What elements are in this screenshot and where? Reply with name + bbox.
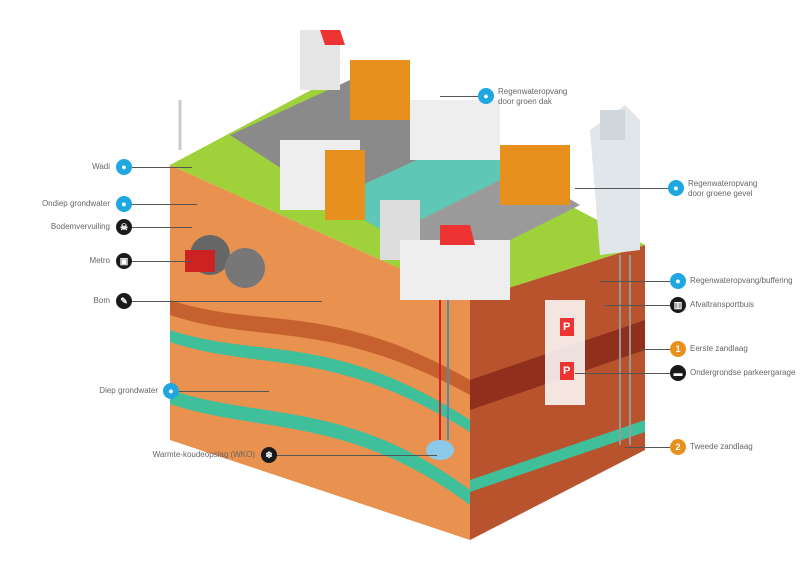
water-drop-icon: ● [116, 196, 132, 212]
leader-line [440, 96, 478, 97]
parking-sign: P [563, 321, 571, 333]
parking-sign: P [563, 365, 571, 377]
leader-line [575, 188, 668, 189]
train-icon: ▣ [116, 253, 132, 269]
label-bom: Bom [93, 296, 110, 305]
car-icon: ▬ [670, 365, 686, 381]
aquifer-right [470, 420, 645, 492]
label-bodemvervuiling: Bodemvervuiling [50, 222, 110, 231]
trash-bin-icon: ▥ [670, 297, 686, 313]
buildings [178, 30, 640, 300]
clay-layer [170, 300, 470, 395]
label-eerste-zandlaag: Eerste zandlaag [690, 344, 748, 353]
leader-line [640, 349, 670, 350]
label-wadi: Wadi [92, 162, 110, 171]
label-buffering: Regenwateropvang/buffering [690, 276, 793, 285]
number-badge-1: 1 [670, 341, 686, 357]
leader-line [575, 373, 670, 374]
leader-line [600, 281, 670, 282]
number-badge-2: 2 [670, 439, 686, 455]
parking-shaft [545, 300, 585, 405]
label-wko: Warmte-koudeopslag (WKO) [152, 450, 255, 459]
leader-line [277, 455, 437, 456]
bomb-icon: ✎ [116, 293, 132, 309]
leader-line [179, 391, 269, 392]
water-drop-icon: ● [163, 383, 179, 399]
skull-crossbones-icon: ☠ [116, 219, 132, 235]
aquifer-shallow [170, 330, 470, 432]
leader-line [132, 227, 192, 228]
leader-line [625, 447, 670, 448]
label-diep-grondwater: Diep grondwater [99, 386, 158, 395]
water-drop-icon: ● [478, 88, 494, 104]
label-ondiep-grondwater: Ondiep grondwater [41, 199, 110, 208]
leader-line [605, 305, 670, 306]
label-afvaltransportbuis: Afvaltransportbuis [690, 300, 755, 309]
leader-line [132, 301, 322, 302]
water-drop-icon: ● [116, 159, 132, 175]
leader-line [132, 261, 192, 262]
label-parkeergarage: Ondergrondse parkeergarage [690, 368, 796, 377]
label-tweede-zandlaag: Tweede zandlaag [690, 442, 753, 451]
water-drop-icon: ● [668, 180, 684, 196]
snowflake-icon: ❄ [261, 447, 277, 463]
canal [330, 140, 520, 235]
leader-line [132, 204, 197, 205]
aquifer-deep [170, 390, 470, 505]
water-drop-icon: ● [670, 273, 686, 289]
label-metro: Metro [89, 256, 110, 265]
leader-line [132, 167, 192, 168]
